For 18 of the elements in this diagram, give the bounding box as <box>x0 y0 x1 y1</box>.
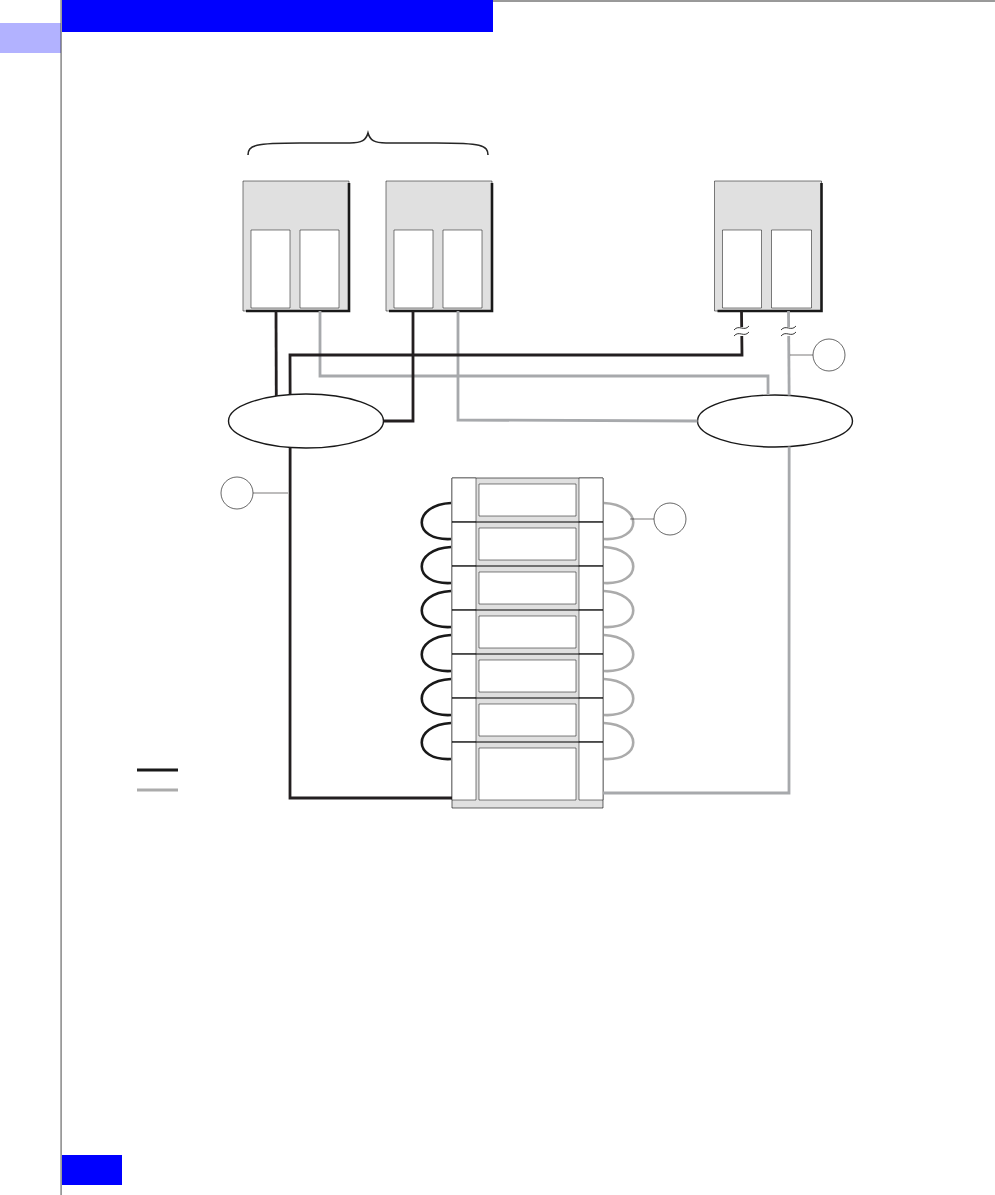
cable <box>383 311 415 423</box>
storage-enclosure-drawing <box>420 477 635 809</box>
callout-circle <box>653 502 687 536</box>
host-box <box>242 180 351 313</box>
cable <box>787 311 791 396</box>
callout-circle <box>812 338 846 372</box>
cable <box>603 446 791 795</box>
host-box <box>385 180 494 313</box>
callout-circle <box>220 476 254 510</box>
switch-ellipse <box>227 393 385 449</box>
cable <box>456 311 698 423</box>
leader-line <box>789 354 814 356</box>
leader-line <box>629 518 655 520</box>
host-box <box>714 180 823 313</box>
leader-line <box>252 492 289 494</box>
cable <box>274 311 278 397</box>
switch-ellipse <box>696 394 854 448</box>
cable <box>288 447 452 800</box>
